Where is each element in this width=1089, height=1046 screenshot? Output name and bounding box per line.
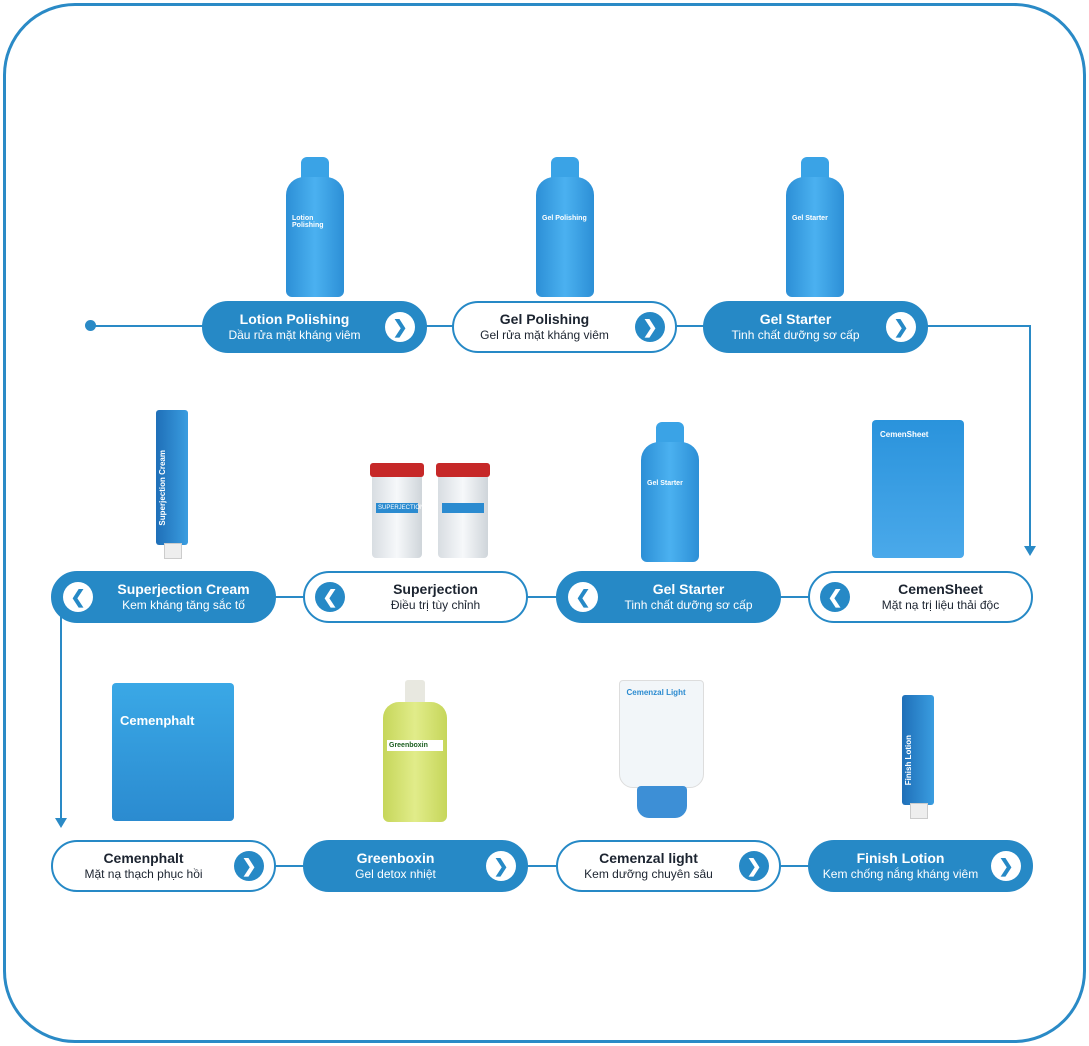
step-title: Gel Starter: [652, 580, 725, 597]
chevron-right-icon[interactable]: ❯: [234, 851, 264, 881]
step-title: Lotion Polishing: [239, 310, 350, 327]
step-title: Greenboxin: [356, 849, 435, 866]
chevron-left-icon[interactable]: ❮: [568, 582, 598, 612]
chevron-right-icon[interactable]: ❯: [385, 312, 415, 342]
chevron-right-icon[interactable]: ❯: [886, 312, 916, 342]
start-dot: [85, 320, 96, 331]
step-subtitle: Tinh chất dưỡng sơ cấp: [731, 328, 860, 343]
step-title: Gel Polishing: [499, 310, 590, 327]
product-image-superjection-cream: Superjection Cream: [152, 410, 192, 559]
step-subtitle: Kem chống nắng kháng viêm: [822, 867, 979, 882]
connector: [60, 596, 1020, 598]
step-title: Finish Lotion: [856, 849, 945, 866]
step-subtitle: Kem kháng tăng sắc tố: [122, 598, 245, 613]
chevron-right-icon[interactable]: ❯: [486, 851, 516, 881]
frame-border: [3, 3, 1086, 1043]
product-image-cemensheet: CemenSheet: [871, 420, 965, 558]
step-subtitle: Gel detox nhiệt: [355, 867, 436, 882]
step-subtitle: Gel rửa mặt kháng viêm: [480, 328, 609, 343]
step-title: CemenSheet: [898, 580, 983, 597]
chevron-left-icon[interactable]: ❮: [315, 582, 345, 612]
step-title: Superjection: [393, 580, 478, 597]
chevron-left-icon[interactable]: ❮: [63, 582, 93, 612]
step-title: Cemenzal light: [599, 849, 698, 866]
arrow-down-icon: [55, 818, 67, 828]
product-image-gel-polishing: Gel Polishing: [535, 155, 595, 297]
connector: [1029, 325, 1031, 550]
chevron-right-icon[interactable]: ❯: [635, 312, 665, 342]
connector: [60, 596, 62, 821]
product-image-lotion-polishing: Lotion Polishing: [285, 155, 345, 297]
product-image-greenboxin: Greenboxin: [382, 680, 448, 822]
step-subtitle: Điều trị tùy chỉnh: [390, 598, 481, 613]
step-subtitle: Mặt nạ trị liệu thải độc: [881, 598, 1000, 613]
product-image-superjection: SUPERJECTION: [360, 463, 500, 558]
product-image-cemenphalt: Cemenphalt: [112, 683, 234, 821]
step-title: Gel Starter: [759, 310, 832, 327]
product-image-gel-starter: Gel Starter: [785, 155, 845, 297]
chevron-right-icon[interactable]: ❯: [739, 851, 769, 881]
step-subtitle: Mặt nạ thạch phục hồi: [84, 867, 203, 882]
step-subtitle: Kem dưỡng chuyên sâu: [584, 867, 713, 882]
chevron-left-icon[interactable]: ❮: [820, 582, 850, 612]
step-subtitle: Dầu rửa mặt kháng viêm: [228, 328, 361, 343]
product-image-cemenzal-light: Cemenzal Light: [617, 675, 705, 820]
step-subtitle: Tinh chất dưỡng sơ cấp: [624, 598, 753, 613]
arrow-down-icon: [1024, 546, 1036, 556]
product-image-gel-starter-2: Gel Starter: [640, 420, 700, 562]
step-title: Cemenphalt: [103, 849, 184, 866]
chevron-right-icon[interactable]: ❯: [991, 851, 1021, 881]
connector: [70, 865, 1020, 867]
product-image-finish-lotion: Finish Lotion: [900, 685, 936, 819]
step-title: Superjection Cream: [117, 580, 250, 597]
